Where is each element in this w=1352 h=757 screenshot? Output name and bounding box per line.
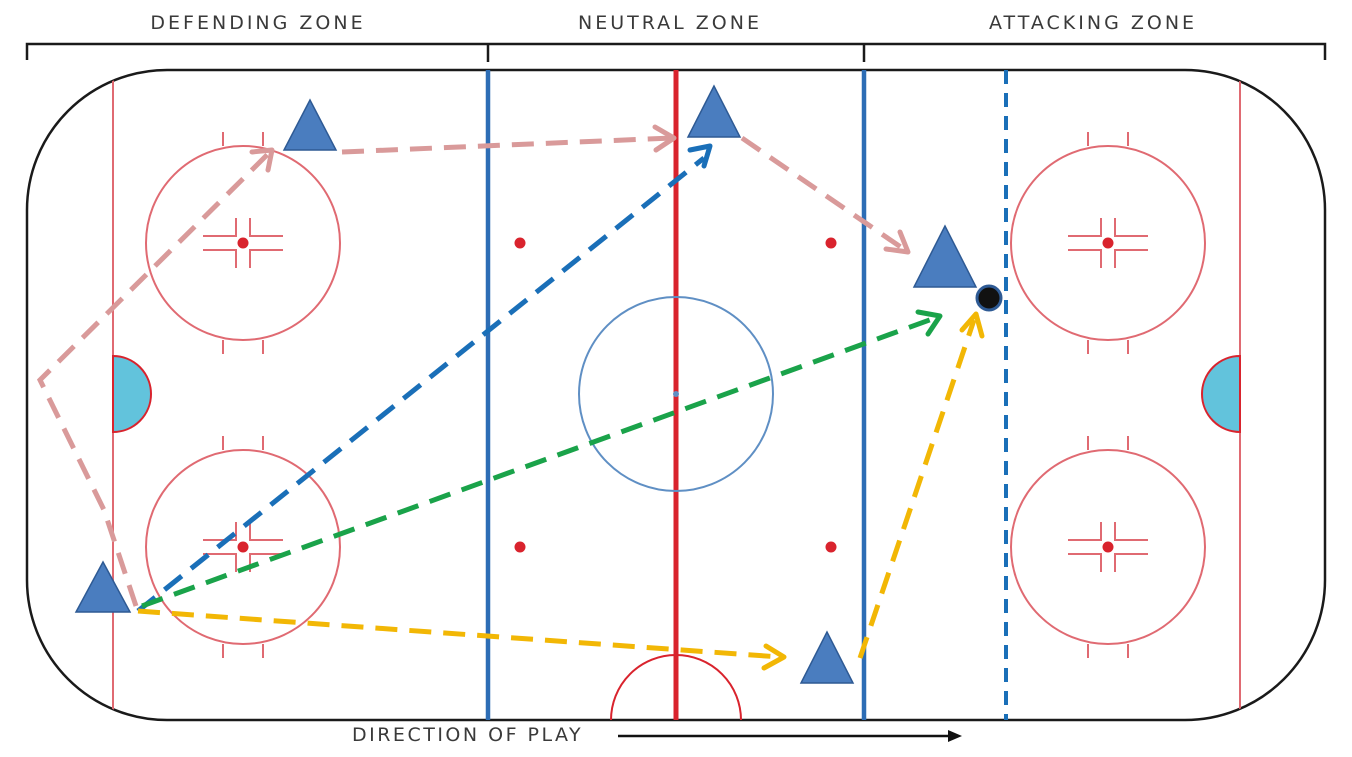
faceoff-circle-attacking-bottom — [1010, 436, 1206, 658]
attacking-zone-label: ATTACKING ZONE — [988, 12, 1198, 34]
neutral-dot — [825, 541, 837, 553]
faceoff-circle-attacking-top — [1010, 132, 1206, 354]
pass-arrowheads-pink — [249, 124, 911, 255]
faceoff-circle-defending-top — [145, 132, 341, 354]
triangle-icon — [799, 630, 855, 684]
goal-crease-right — [1201, 354, 1241, 434]
referee-crease — [610, 654, 742, 720]
pass-line-yellow-1 — [137, 608, 781, 660]
pass-line-green — [141, 315, 936, 609]
neutral-dot — [514, 237, 526, 249]
pass-route-pink — [36, 135, 907, 607]
neutral-zone-label: NEUTRAL ZONE — [578, 12, 762, 34]
neutral-dot — [825, 237, 837, 249]
zone-brackets — [25, 42, 1327, 62]
pass-arrowhead-green — [915, 309, 943, 337]
direction-of-play-label: DIRECTION OF PLAY — [352, 724, 584, 746]
triangle-icon — [282, 98, 338, 151]
triangle-icon — [686, 84, 742, 138]
pass-arrowhead-blue — [687, 143, 713, 169]
pass-arrowhead-yellow-1 — [761, 643, 787, 671]
triangle-icon — [74, 560, 132, 613]
defending-zone-label: DEFENDING ZONE — [150, 12, 366, 34]
triangle-icon — [912, 224, 978, 288]
pass-arrowhead-yellow-2 — [959, 311, 985, 339]
pass-line-blue — [136, 156, 706, 613]
arrow-right-icon — [618, 730, 962, 742]
faceoff-circle-defending-bottom — [145, 436, 341, 658]
pass-line-yellow-2 — [857, 319, 977, 659]
center-faceoff-circle — [578, 296, 774, 492]
center-faceoff-dot — [673, 391, 679, 397]
players — [74, 84, 978, 684]
goal-crease-left — [112, 354, 152, 434]
puck-icon — [975, 284, 1003, 312]
neutral-dot — [514, 541, 526, 553]
